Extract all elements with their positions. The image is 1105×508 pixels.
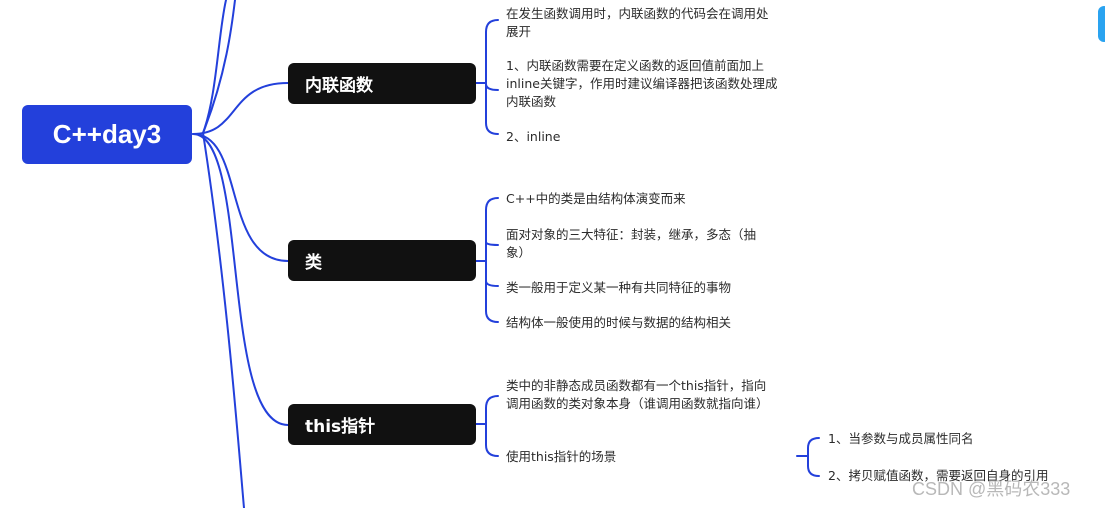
- side-panel-tab[interactable]: [1098, 6, 1105, 42]
- leaf-struct-usage[interactable]: 结构体一般使用的时候与数据的结构相关: [506, 315, 732, 330]
- leaf-inline-expand[interactable]: 在发生函数调用时，内联函数的代码会在调用处 展开: [506, 6, 769, 39]
- node-class[interactable]: 类: [288, 240, 476, 281]
- leaf-class-oop-features[interactable]: 面对对象的三大特征：封装，继承，多态（抽 象）: [506, 227, 757, 260]
- subleaf-copy-assignment[interactable]: 2、拷贝赋值函数，需要返回自身的引用: [828, 468, 1049, 483]
- leaf-this-pointer-desc[interactable]: 类中的非静态成员函数都有一个this指针，指向 调用函数的类对象本身（谁调用函数…: [506, 378, 769, 411]
- node-this-pointer[interactable]: this指针: [288, 404, 476, 445]
- csdn-watermark: CSDN @黑码农333: [912, 479, 1071, 499]
- leaf-class-usage[interactable]: 类一般用于定义某一种有共同特征的事物: [506, 280, 732, 295]
- node-inline-function[interactable]: 内联函数: [288, 63, 476, 104]
- subleaf-param-same-name[interactable]: 1、当参数与成员属性同名: [828, 431, 974, 446]
- root-node[interactable]: C++day3: [22, 105, 192, 164]
- leaf-class-origin[interactable]: C++中的类是由结构体演变而来: [506, 191, 686, 206]
- leaf-inline-keyword[interactable]: 1、内联函数需要在定义函数的返回值前面加上 inline关键字，作用时建议编译器…: [506, 58, 778, 109]
- leaf-this-pointer-scenarios[interactable]: 使用this指针的场景: [506, 449, 617, 464]
- leaf-inline-2[interactable]: 2、inline: [506, 129, 561, 144]
